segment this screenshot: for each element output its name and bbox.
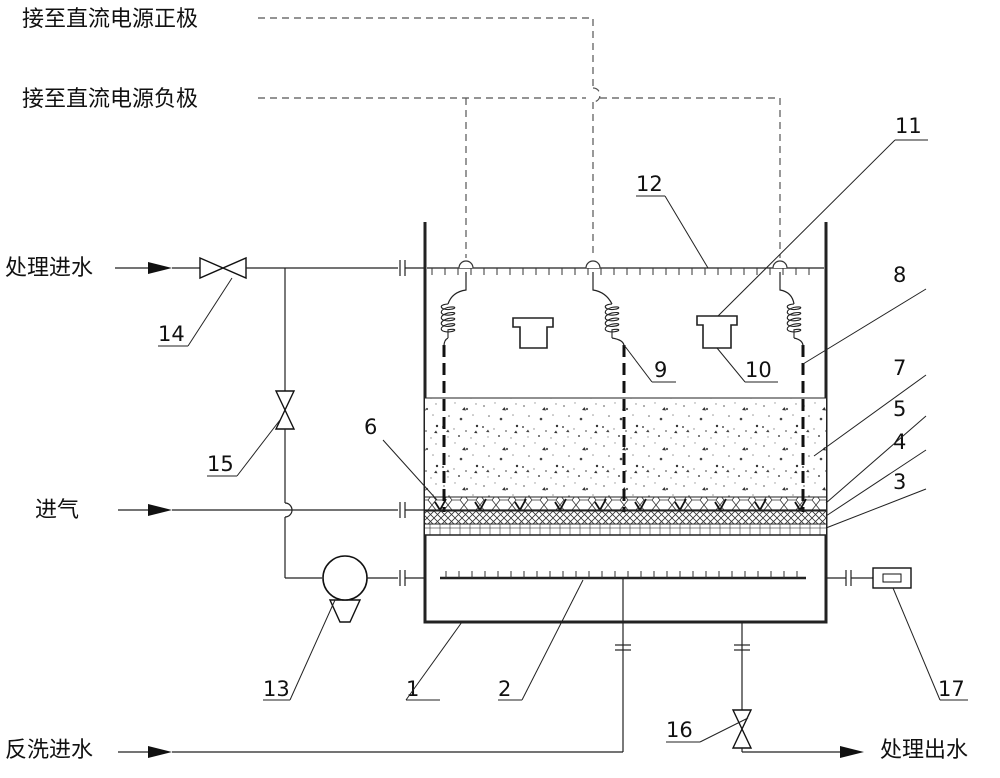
wire-lead-right <box>779 272 795 305</box>
inlet-pipe-nozzles <box>431 268 810 275</box>
air-inlet-label: 进气 <box>35 498 79 523</box>
negative-wire-right <box>600 97 781 258</box>
collector-left <box>512 317 554 349</box>
pump-13-base <box>328 599 362 623</box>
wire-lead-left <box>447 272 467 305</box>
treat-inlet-label: 处理进水 <box>5 256 93 281</box>
part-number-2: 2 <box>498 677 511 701</box>
positive-wire-top <box>258 17 594 88</box>
electrodes <box>442 345 805 512</box>
treat-inlet-arrow <box>148 262 172 274</box>
part-number-17: 17 <box>938 677 965 701</box>
coil-spring <box>604 303 620 338</box>
backwash-nozzles <box>445 571 798 578</box>
part-number-11: 11 <box>895 114 922 138</box>
part-number-12: 12 <box>636 172 663 196</box>
instrument-17-display <box>882 573 902 583</box>
treat-outlet-label: 处理出水 <box>880 738 968 763</box>
outlet-flange <box>734 644 750 651</box>
part-number-3: 3 <box>893 470 906 494</box>
part-number-7: 7 <box>893 356 906 380</box>
wire-lead-middle <box>592 272 613 305</box>
valve-14 <box>199 256 247 280</box>
part-number-4: 4 <box>893 430 906 454</box>
inlet-hop-middle <box>585 260 601 269</box>
coil-spring <box>440 303 456 338</box>
collector-right <box>696 315 738 349</box>
part-number-10: 10 <box>745 358 772 382</box>
part-number-13: 13 <box>263 677 290 701</box>
inlet-flange <box>399 260 406 276</box>
air-flange <box>399 502 406 518</box>
positive-wire-hop <box>592 87 601 103</box>
backwash-flange <box>615 644 631 651</box>
dc-positive-label: 接至直流电源正极 <box>22 7 198 32</box>
valve-15 <box>274 390 296 430</box>
treat-outlet-arrow <box>840 746 864 758</box>
dc-negative-label: 接至直流电源负极 <box>22 87 198 112</box>
part-number-5: 5 <box>893 397 906 421</box>
leader-lines <box>158 139 968 743</box>
coil-springs <box>440 303 804 347</box>
part-number-16: 16 <box>666 718 693 742</box>
part-number-14: 14 <box>158 322 185 346</box>
part-number-6: 6 <box>364 415 377 439</box>
pump-flange <box>399 570 406 586</box>
inlet-hop-left <box>458 260 474 269</box>
coil-spring <box>786 303 802 338</box>
inlet-hop-right <box>772 260 788 269</box>
part-number-9: 9 <box>654 358 667 382</box>
part-number-8: 8 <box>893 263 906 287</box>
part-number-15: 15 <box>207 452 234 476</box>
pump-13 <box>322 555 368 601</box>
support-plate-3 <box>425 524 826 535</box>
air-inlet-arrow <box>148 504 172 516</box>
power-wiring <box>258 17 781 258</box>
valve-16 <box>731 709 753 749</box>
backwash-inlet-label: 反洗进水 <box>5 738 93 763</box>
support-layer-4 <box>425 511 826 524</box>
instrument-flange <box>845 570 852 586</box>
backwash-inlet-arrow <box>148 746 172 758</box>
